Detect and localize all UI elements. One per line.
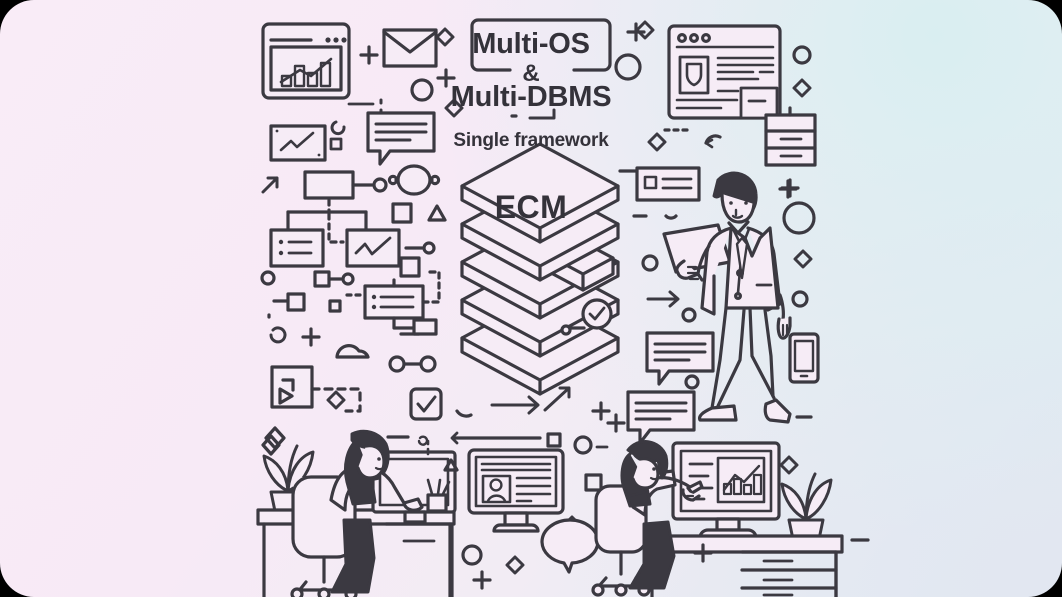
circle-icon <box>792 45 812 65</box>
ecm-stack <box>460 142 620 396</box>
square-icon <box>328 299 342 313</box>
circle-icon <box>422 241 436 255</box>
square-icon <box>329 137 343 151</box>
circle-icon <box>791 290 809 308</box>
envelope-icon <box>382 28 438 68</box>
square-icon <box>584 473 603 492</box>
circle-icon <box>341 272 355 286</box>
square-icon <box>391 202 413 224</box>
circle-icon <box>419 355 437 373</box>
speech-bubble-icon <box>626 390 696 445</box>
arc-icon <box>455 409 473 418</box>
headline-single-framework: Single framework <box>453 130 609 151</box>
browser-window-bar-chart-icon <box>261 22 383 115</box>
flowchart-tree-icon <box>269 170 401 268</box>
list-card-icon <box>363 256 441 330</box>
circle-icon <box>782 201 816 235</box>
square-icon <box>546 432 562 448</box>
headline-multi-dbms: Multi-DBMS <box>450 81 612 113</box>
circle-icon <box>388 355 406 373</box>
arc-icon <box>330 120 346 136</box>
arrow-right-icon <box>646 290 680 308</box>
circle-icon <box>684 374 700 390</box>
arrow-up-right-icon <box>261 176 279 194</box>
circle-icon <box>260 270 276 286</box>
circle-icon <box>461 544 483 566</box>
man-at-desk <box>591 440 844 597</box>
node-link-icon <box>387 164 441 196</box>
circle-icon <box>614 53 642 81</box>
file-drawer-icon <box>764 106 817 167</box>
woman-at-desk <box>256 429 457 597</box>
triangle-icon <box>443 458 459 472</box>
play-button-box-icon <box>270 365 314 409</box>
speech-bubble-icon <box>540 518 600 574</box>
square-icon <box>412 318 438 336</box>
speech-bubble-icon <box>645 331 715 386</box>
triangle-icon <box>427 204 447 222</box>
arc-icon <box>269 326 287 344</box>
arc-icon <box>664 214 678 220</box>
square-icon <box>313 270 331 288</box>
circle-icon <box>410 78 434 102</box>
smartphone-icon <box>788 332 820 384</box>
arrow-right-icon <box>490 395 540 415</box>
check-square-icon <box>409 387 443 421</box>
line-chart-card-icon <box>269 124 327 162</box>
circle-icon <box>573 435 593 455</box>
headline-multi-os: Multi-OS <box>472 28 590 60</box>
circle-icon <box>681 307 697 323</box>
ecm-stack-label: ECM <box>494 189 568 225</box>
square-icon <box>286 292 306 312</box>
arrow-up-right-icon <box>543 386 571 412</box>
businessman-with-tablet <box>662 171 792 424</box>
square-icon <box>399 256 421 278</box>
pentagon-icon <box>261 434 281 456</box>
list-card-icon <box>635 166 701 202</box>
plant-icon <box>780 472 833 546</box>
circle-icon <box>641 254 659 272</box>
monitor-user-profile <box>467 448 565 533</box>
cloud-icon <box>335 344 370 359</box>
browser-window-shield-icon <box>667 24 782 120</box>
